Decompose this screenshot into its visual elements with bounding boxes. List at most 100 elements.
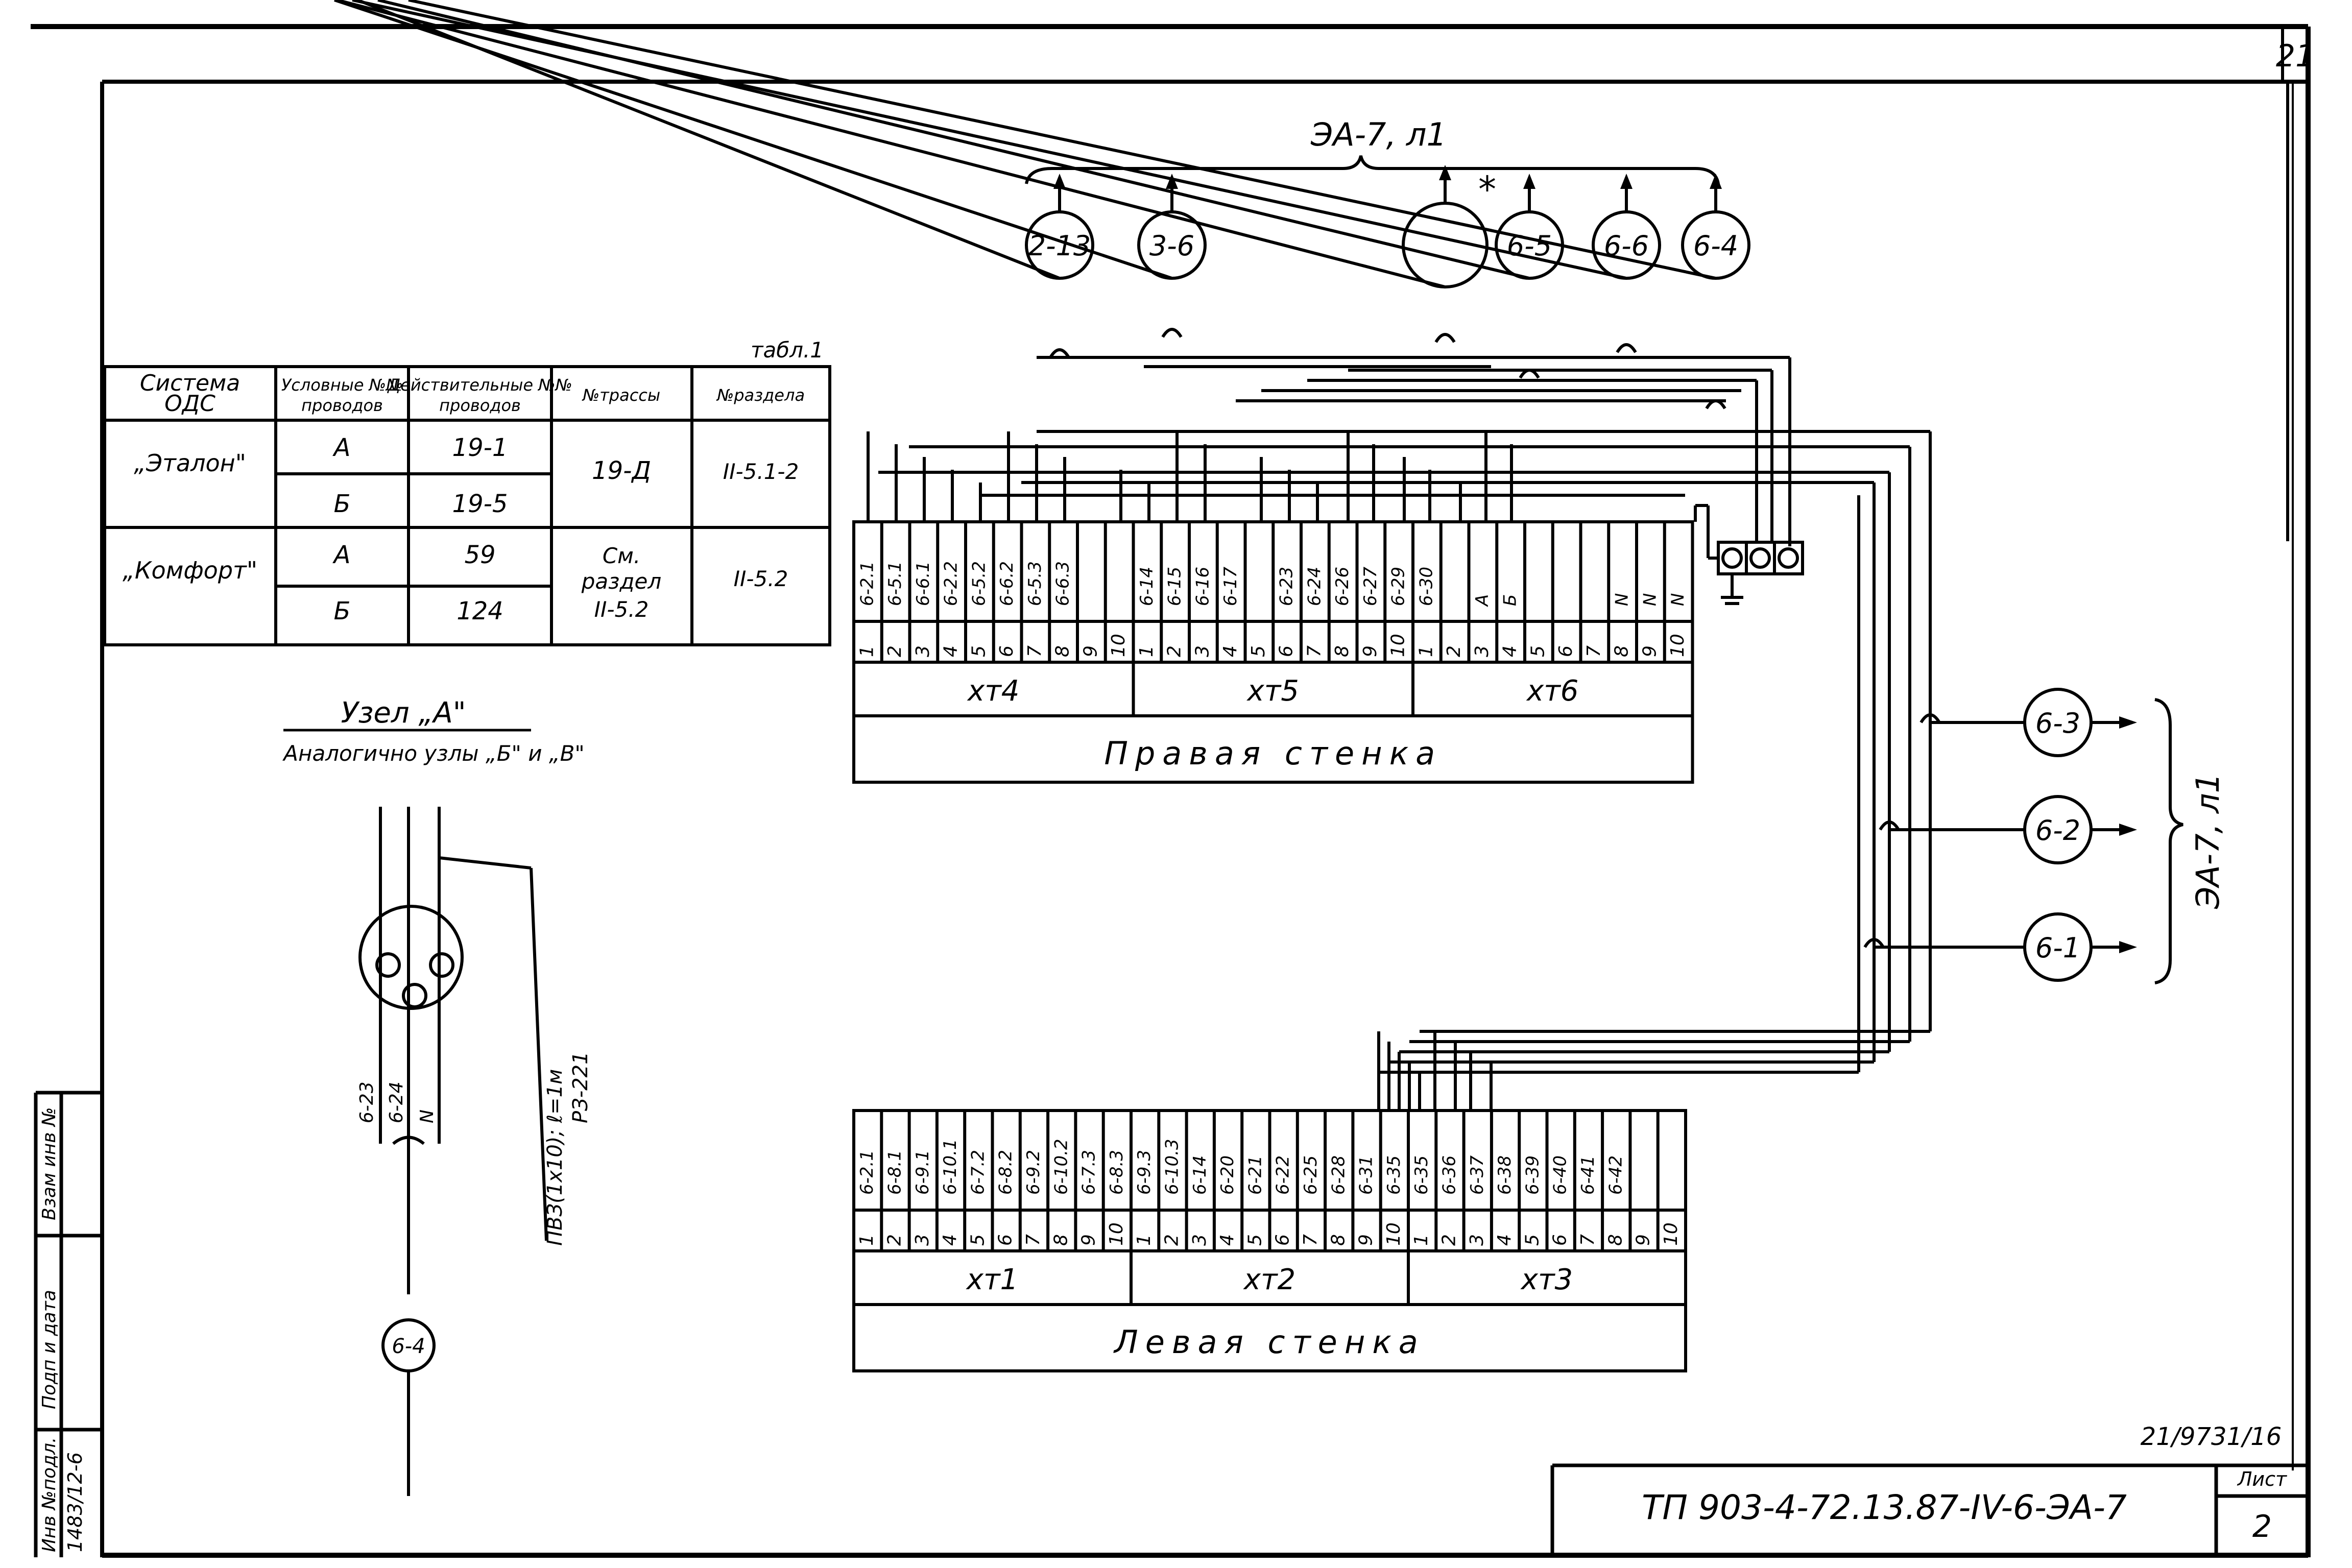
- wall-title: Левая стенка: [1113, 1323, 1425, 1361]
- wire-label: 6-8.2: [996, 1150, 1016, 1195]
- terminal-number: 2: [1164, 645, 1185, 657]
- wire-label: 6-14: [1190, 1155, 1210, 1195]
- terminal-number: 8: [1612, 645, 1633, 657]
- wall-title: Правая стенка: [1104, 735, 1442, 772]
- wire-label: 6-29: [1388, 567, 1409, 606]
- wire-label: 6-22: [1273, 1155, 1293, 1195]
- table-system: „Эталон": [134, 449, 246, 477]
- wire-label: 6-38: [1495, 1155, 1515, 1195]
- terminal-number: 9: [1360, 645, 1381, 657]
- terminal-number: 5: [1522, 1234, 1543, 1246]
- arrow-up-icon: [1710, 174, 1722, 189]
- node-title: Узел „А": [341, 696, 466, 730]
- terminal-number: 4: [940, 1234, 961, 1246]
- terminal-number: 7: [1023, 1234, 1044, 1246]
- terminal-number: 9: [1639, 645, 1660, 657]
- arrow-right-icon: [2119, 941, 2137, 953]
- table-caption: табл.1: [751, 337, 824, 363]
- terminal-number: 5: [1244, 1234, 1265, 1246]
- wire-label: 6-9.1: [913, 1150, 933, 1195]
- wire-label: 6-7.2: [968, 1150, 988, 1195]
- table-route: См.: [603, 543, 640, 568]
- wire-label: 6-6.2: [997, 561, 1017, 606]
- block-name: хт1: [966, 1263, 1018, 1296]
- wire-label: 6-16: [1192, 567, 1213, 606]
- ods-table: [103, 365, 831, 646]
- wire-label: 6-23: [1277, 567, 1297, 606]
- block-name: хт3: [1520, 1263, 1573, 1296]
- table-cond-wire: Б: [334, 490, 351, 518]
- wire-label: 6-8.3: [1107, 1150, 1127, 1195]
- wall-title-box: [852, 1303, 1687, 1372]
- table-system: „Комфорт": [123, 557, 257, 584]
- wire-label: 6-5.3: [1025, 561, 1045, 606]
- terminal-number: 1: [1136, 645, 1157, 657]
- arrow-up-icon: [1523, 174, 1535, 189]
- wire-label: 6-2.1: [857, 1150, 877, 1195]
- wire-label: 6-15: [1165, 567, 1185, 606]
- terminal-number: 8: [1605, 1234, 1626, 1246]
- wire-label: N: [1640, 593, 1660, 606]
- title-block: [1550, 1463, 2308, 1555]
- archive-number: 21/9731/16: [2141, 1422, 2282, 1451]
- page-number: 21: [2276, 38, 2315, 74]
- table-header: Действительные №№: [387, 375, 572, 395]
- terminal-number: 2: [1444, 645, 1465, 657]
- terminal-number: 7: [1577, 1234, 1598, 1246]
- wire-label: 6-20: [1217, 1155, 1238, 1195]
- table-header: проводов: [439, 396, 521, 415]
- node-wire-label-3: N: [417, 1109, 438, 1123]
- wire-label: Б: [1500, 594, 1521, 606]
- wire-label: 6-9.3: [1134, 1150, 1155, 1195]
- table-section: II-5.2: [734, 566, 788, 591]
- table-header: Система: [140, 370, 240, 396]
- wire-label: 6-40: [1550, 1155, 1571, 1195]
- wiring-lines: [334, 0, 2025, 1111]
- terminal-number: 6: [995, 1234, 1016, 1246]
- designation-code: ТП 903-4-72.13.87-IV-6-ЭА-7: [1642, 1488, 2127, 1527]
- wire-label: 6-5.2: [969, 561, 989, 606]
- wire-label: 6-41: [1578, 1155, 1598, 1195]
- terminal-number: 8: [1332, 645, 1353, 657]
- terminal-number: 10: [1106, 1222, 1127, 1246]
- terminal-number: 3: [1472, 645, 1493, 657]
- terminal-number: 2: [884, 1234, 905, 1246]
- table-header: проводов: [301, 396, 383, 415]
- terminal-number: 1: [856, 1234, 877, 1246]
- terminal-number: 6: [1550, 1234, 1571, 1246]
- terminal-number: 2: [1438, 1234, 1459, 1246]
- table-route: раздел: [581, 569, 661, 594]
- wire-label: 6-10.1: [940, 1139, 961, 1195]
- table-section: II-5.1-2: [723, 459, 799, 484]
- node-wire-label-1: 6-23: [356, 1081, 377, 1123]
- consumer-label: 6-4: [1693, 230, 1738, 262]
- terminal-number: 7: [1300, 1234, 1321, 1246]
- wire-label: 6-8.1: [884, 1150, 905, 1195]
- wire-label: 6-37: [1467, 1155, 1487, 1195]
- terminal-number: 9: [1080, 645, 1101, 657]
- block-name: хт2: [1243, 1263, 1295, 1296]
- terminal-number: 3: [1189, 1234, 1210, 1246]
- wire-label: 6-36: [1439, 1155, 1459, 1195]
- wire-label: 6-26: [1332, 567, 1353, 606]
- terminal-number: 1: [1415, 645, 1436, 657]
- block-name: хт5: [1246, 674, 1299, 708]
- node-subtitle: Аналогично узлы „Б" и „В": [282, 741, 584, 766]
- wire-label: А: [1472, 594, 1493, 607]
- table-real-wire: 59: [464, 541, 495, 569]
- right-wall-terminals: 6-2.116-5.126-6.136-2.246-5.256-6.266-5.…: [852, 520, 1694, 784]
- arrow-up-icon: [1166, 174, 1178, 189]
- table-header: ОДС: [164, 391, 215, 417]
- wire-label: N: [1668, 593, 1688, 606]
- terminal-number: 9: [1078, 1234, 1099, 1246]
- wire-label: 6-30: [1416, 567, 1436, 606]
- arrow-right-icon: [2119, 824, 2137, 836]
- terminal-number: 8: [1050, 1234, 1071, 1246]
- table-header: №раздела: [716, 385, 805, 405]
- terminal-number: 2: [884, 645, 905, 657]
- wire-label: 6-25: [1301, 1155, 1321, 1195]
- right-consumer-circles: 6-36-26-1: [2023, 688, 2137, 982]
- table-cond-wire: А: [332, 433, 351, 462]
- table-route: II-5.2: [594, 597, 649, 622]
